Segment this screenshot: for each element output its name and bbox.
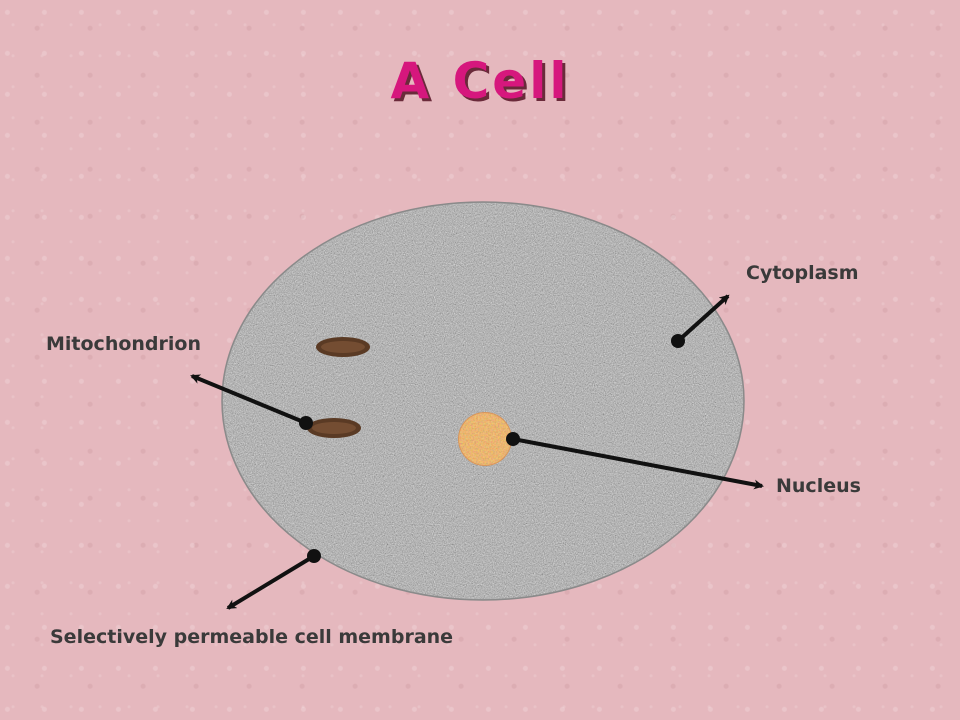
- mitochondrion-label: Mitochondrion: [46, 333, 201, 355]
- nucleus-label: Nucleus: [776, 475, 861, 497]
- membrane-label: Selectively permeable cell membrane: [50, 626, 454, 648]
- mitochondrion-2-inner: [312, 422, 356, 434]
- mitochondrion-arrow: [190, 374, 307, 425]
- mitochondrion-1-inner: [321, 341, 365, 353]
- nucleus-arrow: [512, 437, 764, 490]
- nucleus-texture: [459, 413, 511, 465]
- cytoplasm-texture: [223, 203, 743, 599]
- membrane-arrow: [226, 554, 316, 610]
- cytoplasm-dot: [671, 334, 685, 348]
- cytoplasm-arrow: [676, 294, 730, 343]
- membrane-dot: [307, 549, 321, 563]
- cytoplasm-label: Cytoplasm: [746, 262, 859, 284]
- page-title: A Cell: [390, 52, 570, 110]
- nucleus-dot: [506, 432, 520, 446]
- mitochondrion-dot: [299, 416, 313, 430]
